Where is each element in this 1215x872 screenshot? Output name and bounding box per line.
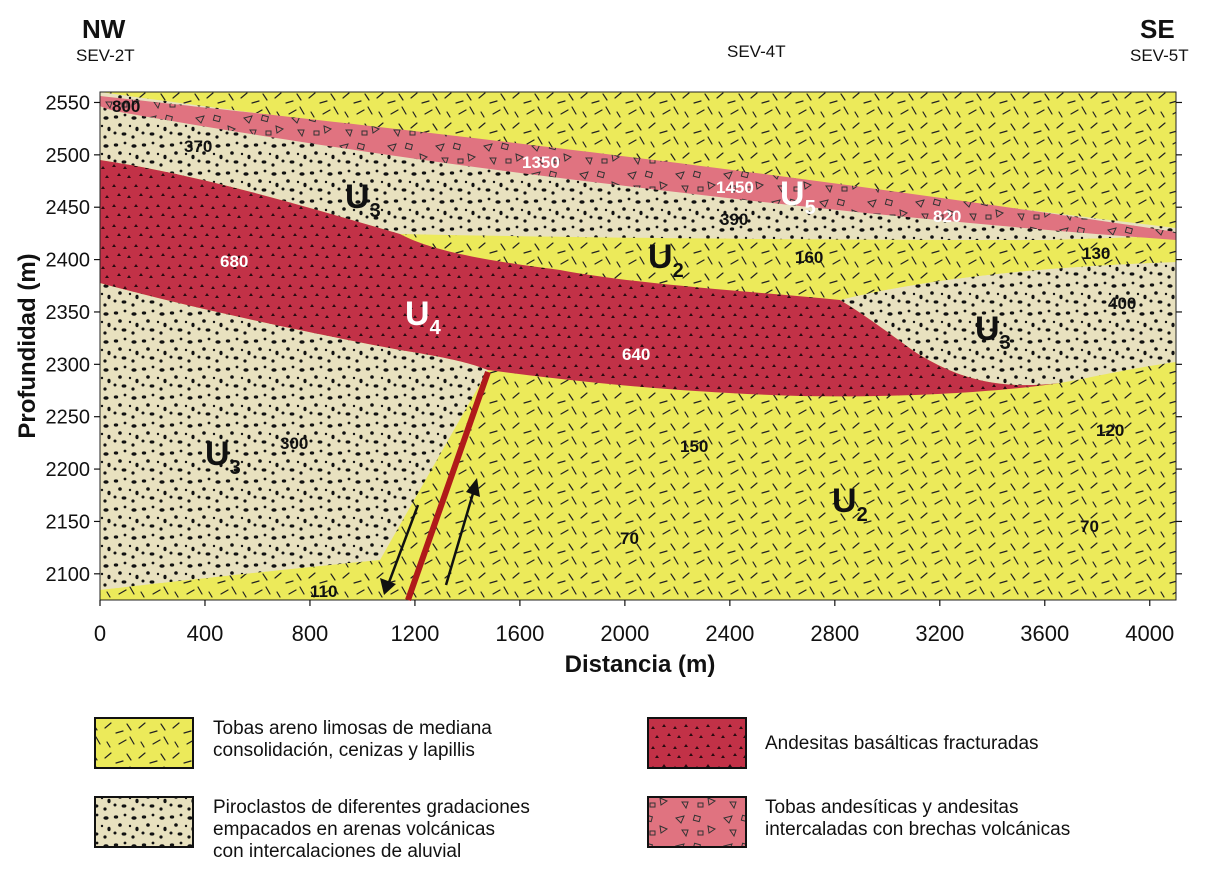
x-tick-label: 2400 <box>705 621 754 646</box>
x-tick-label: 3600 <box>1020 621 1069 646</box>
legend-swatch-piroclastos <box>94 796 194 848</box>
legend-tobas-areno-line1: Tobas areno limosas de mediana <box>213 718 492 739</box>
resistivity-label: 110 <box>310 582 337 601</box>
x-tick-label: 800 <box>292 621 329 646</box>
resistivity-label: 640 <box>622 345 650 364</box>
y-tick-label: 2150 <box>46 511 91 533</box>
x-tick-label: 400 <box>187 621 224 646</box>
y-tick-label: 2350 <box>46 302 91 324</box>
unit-u2-bottom-wedge <box>100 560 380 600</box>
y-axis-title: Profundidad (m) <box>14 253 41 438</box>
legend-tobas-andesiticas: Tobas andesíticas y andesitas intercalad… <box>765 797 1070 841</box>
sev-4t-label: SEV-4T <box>727 42 786 61</box>
x-tick-label: 3200 <box>915 621 964 646</box>
unit-label: U3 <box>345 178 381 222</box>
fault-line <box>405 371 491 601</box>
resistivity-label: 680 <box>220 252 248 271</box>
resistivity-label: 150 <box>680 437 708 456</box>
x-tick-label: 0 <box>94 621 106 646</box>
unit-label: U3 <box>975 310 1011 354</box>
orientation-nw: NW <box>82 14 126 44</box>
sev-5t-label: SEV-5T <box>1130 46 1189 65</box>
unit-label: U2 <box>648 238 684 282</box>
fault-arrow-up <box>444 489 476 586</box>
fault-arrows <box>380 478 480 595</box>
resistivity-label: 120 <box>1096 421 1124 440</box>
x-tick-label: 1200 <box>390 621 439 646</box>
unit-label: U4 <box>405 295 442 339</box>
unit-u5-band <box>100 96 1176 240</box>
legend-tobas-areno: Tobas areno limosas de mediana consolida… <box>213 718 492 762</box>
legend-tobas-andesiticas-line2: intercaladas con brechas volcánicas <box>765 819 1071 840</box>
y-tick-label: 2250 <box>46 407 91 429</box>
legend-andesitas-basalticas-line1: Andesitas basálticas fracturadas <box>765 733 1039 754</box>
legend-andesitas-basalticas: Andesitas basálticas fracturadas <box>765 733 1039 755</box>
resistivity-label: 800 <box>112 97 140 116</box>
resistivity-label: 820 <box>933 207 961 226</box>
resistivity-label: 70 <box>1080 517 1099 536</box>
legend-tobas-andesiticas-line1: Tobas andesíticas y andesitas <box>765 797 1019 818</box>
resistivity-label: 390 <box>720 210 748 229</box>
unit-u3-left-body <box>100 283 488 590</box>
resistivity-labels: 800 370 1350 1450 820 390 160 130 680 640 400 300 15… <box>112 97 1136 601</box>
unit-u2-upper-band <box>400 234 1176 300</box>
plot-frame <box>99 91 1177 601</box>
resistivity-label: 1450 <box>716 178 754 197</box>
x-axis: 0 400 800 1200 1600 2000 2400 2800 3200 3600 4000 <box>94 600 1174 646</box>
y-tick-label: 2300 <box>46 354 91 376</box>
legend-piroclastos: Piroclastos de diferentes gradaciones em… <box>213 797 530 863</box>
fault-arrow-down <box>386 504 420 586</box>
x-tick-label: 1600 <box>495 621 544 646</box>
orientation-se: SE <box>1140 14 1175 44</box>
resistivity-label: 70 <box>620 529 639 548</box>
x-axis-title: Distancia (m) <box>565 651 716 678</box>
legend-piroclastos-line3: con intercalaciones de aluvial <box>213 841 462 862</box>
unit-label: U2 <box>832 482 868 526</box>
x-tick-label: 2000 <box>600 621 649 646</box>
y-tick-label: 2200 <box>46 459 91 481</box>
y-axis: 2550 2500 2450 2400 2350 2300 2250 2200 2150 2100 <box>46 92 1182 586</box>
x-tick-label: 4000 <box>1125 621 1174 646</box>
resistivity-label: 130 <box>1082 244 1110 263</box>
unit-label: U3 <box>205 435 241 479</box>
y-tick-label: 2450 <box>46 197 91 219</box>
legend-swatch-tobas-areno <box>94 717 194 769</box>
resistivity-label: 300 <box>280 434 308 453</box>
legend-piroclastos-line1: Piroclastos de diferentes gradaciones <box>213 797 530 818</box>
resistivity-label: 400 <box>1108 294 1136 313</box>
unit-u3-right-body <box>840 262 1176 386</box>
y-tick-label: 2500 <box>46 145 91 167</box>
legend-tobas-areno-line2: consolidación, cenizas y lapillis <box>213 740 475 761</box>
y-tick-label: 2100 <box>46 564 91 586</box>
y-tick-label: 2550 <box>46 92 91 114</box>
y-tick-label: 2400 <box>46 250 91 272</box>
legend-swatch-andesitas-basalticas <box>647 717 747 769</box>
resistivity-label: 370 <box>184 137 212 156</box>
x-tick-label: 2800 <box>810 621 859 646</box>
resistivity-label: 160 <box>795 248 823 267</box>
resistivity-label: 1350 <box>522 153 560 172</box>
sev-2t-label: SEV-2T <box>76 46 135 65</box>
legend-piroclastos-line2: empacados en arenas volcánicas <box>213 819 496 840</box>
legend-swatch-tobas-andesiticas <box>647 796 747 848</box>
unit-label: U5 <box>780 175 816 219</box>
unit-u4-body <box>100 160 1060 397</box>
